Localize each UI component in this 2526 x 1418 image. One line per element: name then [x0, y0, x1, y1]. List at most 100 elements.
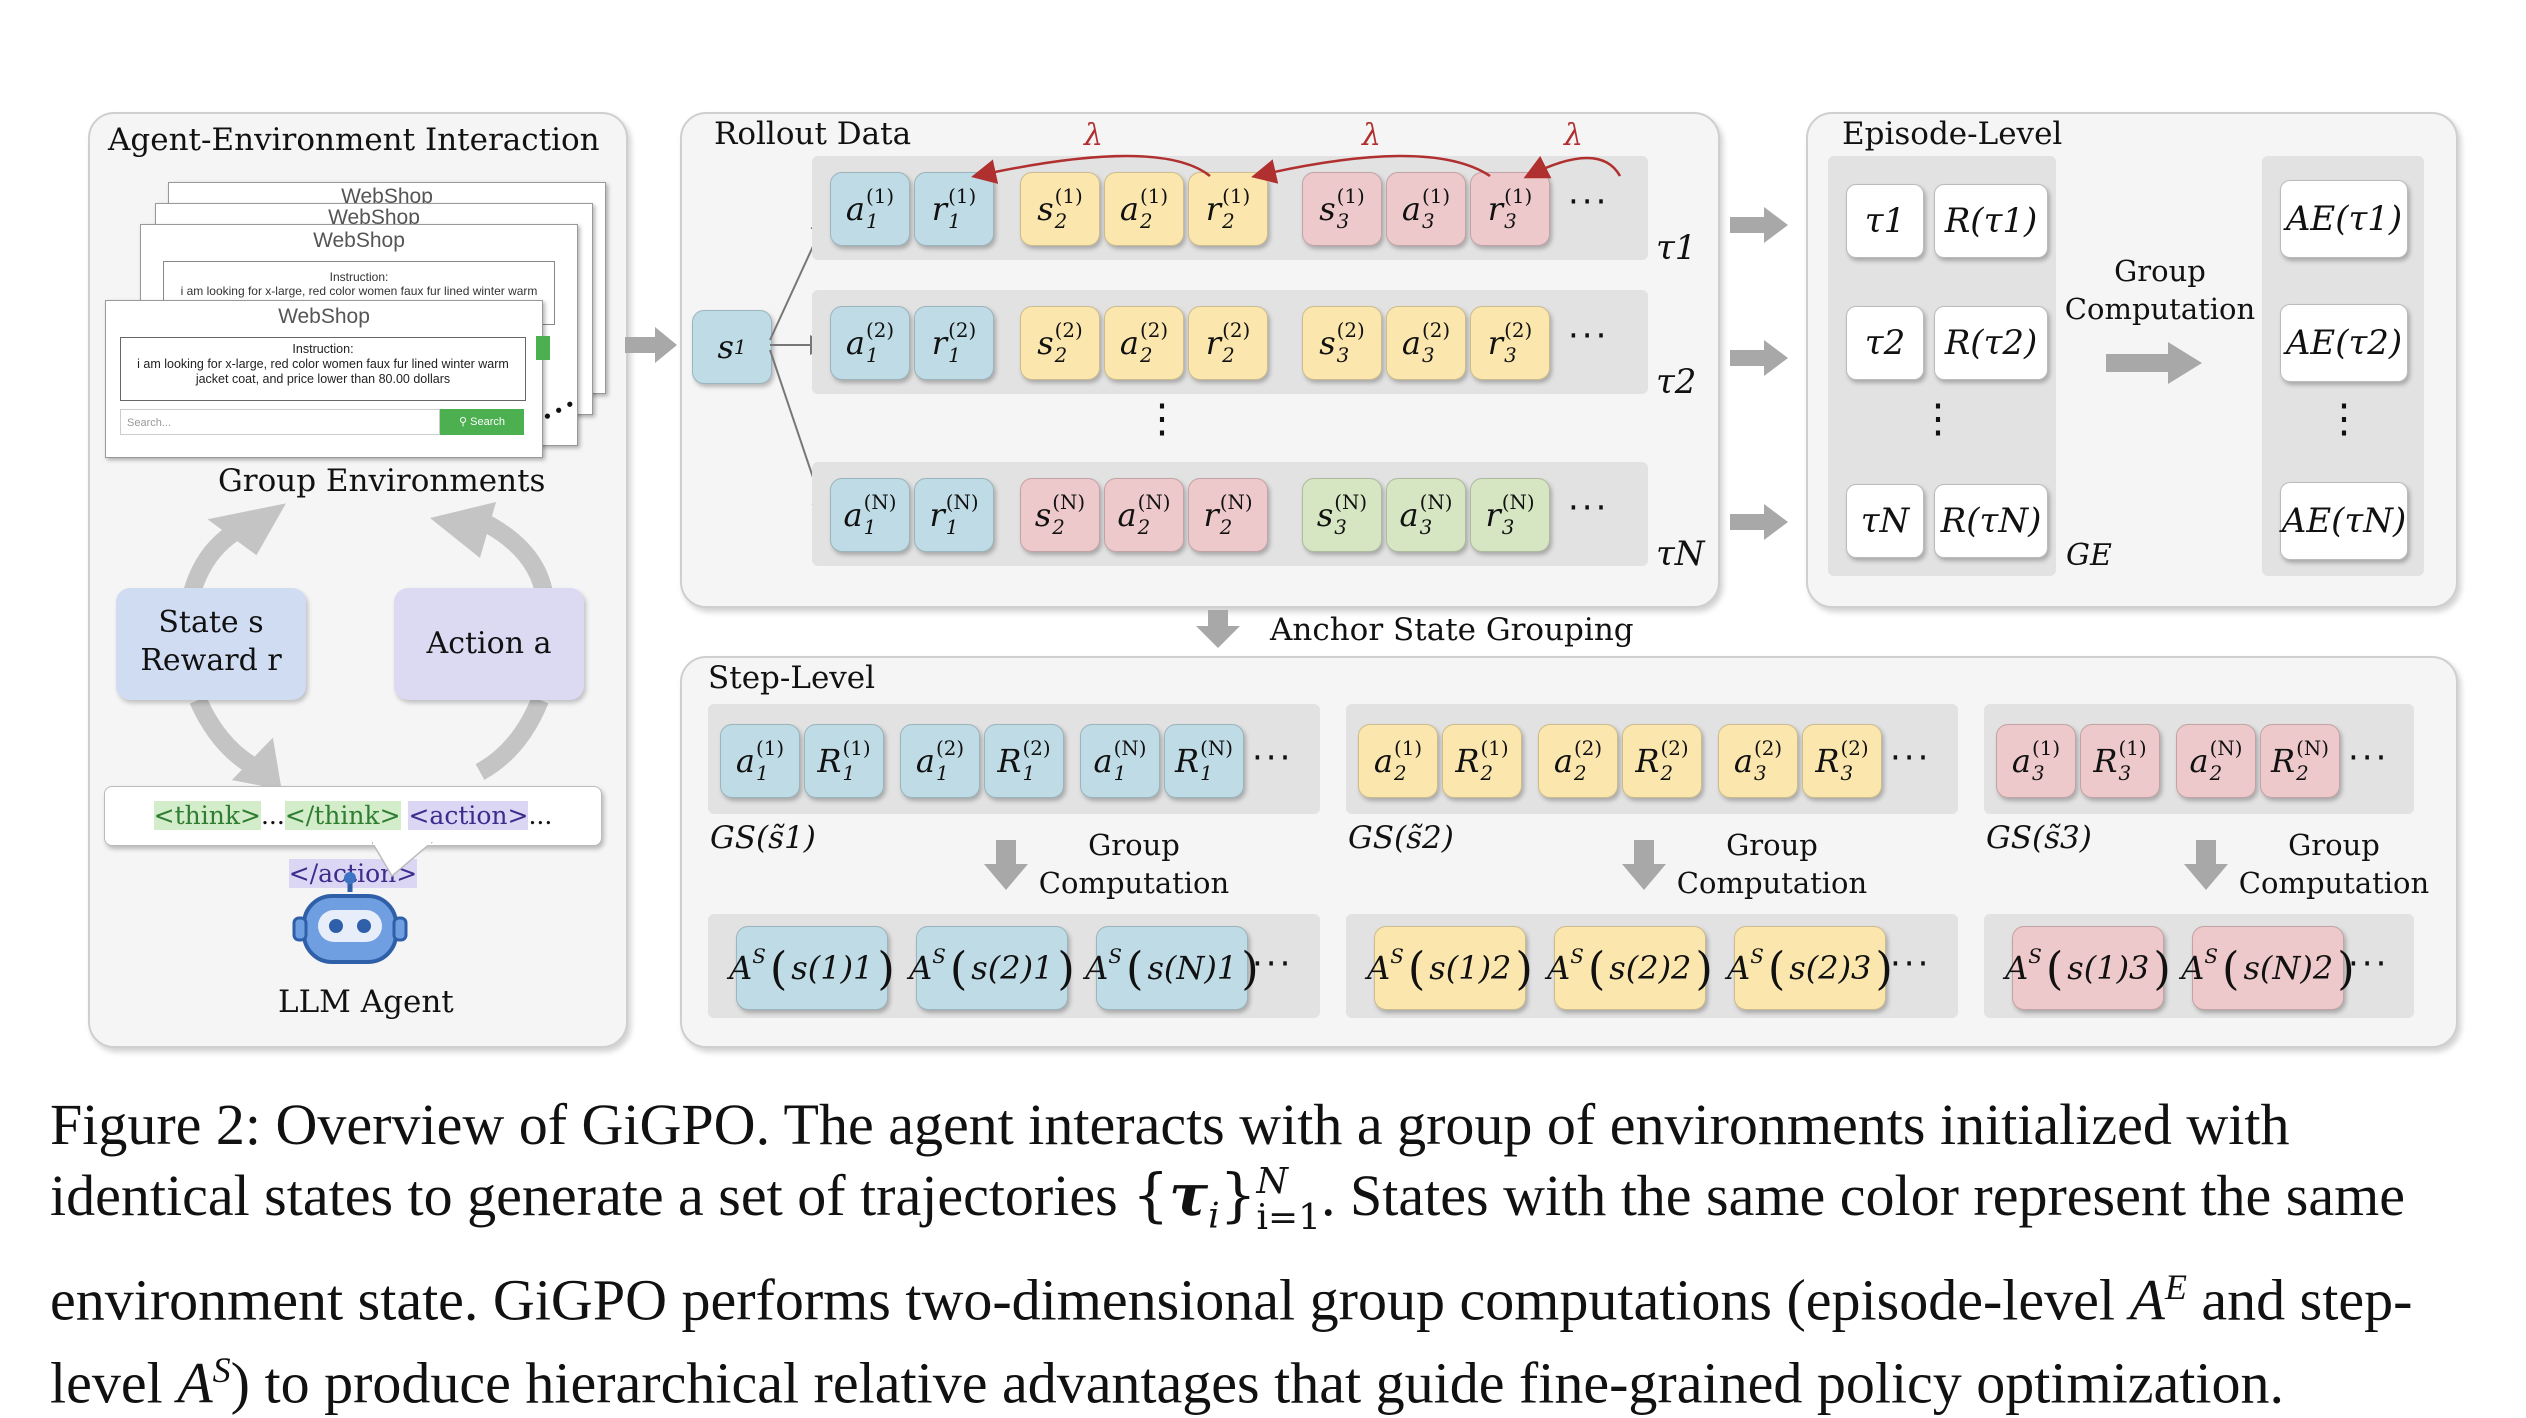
rollout-vdots: ⋮ — [1142, 396, 1182, 442]
lambda-label-2: λ — [1362, 118, 1382, 153]
think-open-tag: <think> — [153, 801, 261, 830]
interaction-cycle-arrows — [179, 502, 554, 790]
step-group-2-pair-1-a: a(1)2 — [1358, 724, 1438, 798]
episode-reward-1: R(τ1) — [1934, 184, 2048, 258]
rollout-cell-1-5: r(1)2 — [1188, 172, 1268, 246]
lambda-arrows — [971, 154, 1622, 184]
arrow-episode-group — [2106, 342, 2202, 384]
arrow-rollout-episode-1 — [1730, 207, 1788, 243]
webshop-search-input[interactable]: Search... — [120, 409, 440, 435]
rollout-tau-3: τN — [1656, 534, 1705, 574]
agent-environment-title: Agent-Environment Interaction — [108, 122, 600, 158]
lambda-label-3: λ — [1564, 118, 1584, 153]
episode-tau-2: τ2 — [1846, 306, 1924, 380]
episode-vdots-left: ⋮ — [1918, 396, 1958, 442]
step-group-3-down-arrow — [2184, 840, 2228, 890]
step-group-2-label: GS(s̃2) — [1348, 820, 1454, 856]
step-group-1-pairs-dots: ··· — [1252, 738, 1294, 778]
rollout-cell-3-1: a(N)1 — [830, 478, 910, 552]
step-group-2-pair-3-R: R(2)3 — [1802, 724, 1882, 798]
agent-output-bubble: <think>...</think> <action>...</action> — [104, 786, 602, 888]
action-box: Action a — [394, 588, 584, 700]
step-group-1-pair-3-R: R(N)1 — [1164, 724, 1244, 798]
step-group-2-pair-2-R: R(2)2 — [1622, 724, 1702, 798]
rollout-cell-3-6: s(N)3 — [1302, 478, 1382, 552]
state-reward-box: State s Reward r — [116, 588, 306, 700]
rollout-row-dots-2: ··· — [1568, 316, 1610, 356]
step-level-title: Step-Level — [708, 660, 876, 696]
rollout-tau-1: τ1 — [1656, 228, 1697, 268]
episode-reward-2: R(τ2) — [1934, 306, 2048, 380]
caption-part-2: . States with the same color represent t… — [50, 1163, 2405, 1332]
episode-reward-n: R(τN) — [1934, 484, 2048, 558]
webshop-green-tab — [536, 336, 550, 360]
caption-part-1: Figure 2: Overview of GiGPO. The agent i… — [50, 1092, 2290, 1228]
arrow-env-to-rollout — [625, 327, 677, 363]
rollout-cell-1-6: s(1)3 — [1302, 172, 1382, 246]
step-group-3-pair-2-R: R(N)2 — [2260, 724, 2340, 798]
step-group-2-down-arrow — [1622, 840, 1666, 890]
rollout-cell-3-3: s(N)2 — [1020, 478, 1100, 552]
rollout-cell-3-2: r(N)1 — [914, 478, 994, 552]
anchor-state-grouping-label: Anchor State Grouping — [1270, 612, 1634, 648]
step-group-1-down-arrow — [984, 840, 1028, 890]
step-group-2-pair-3-a: a(2)3 — [1718, 724, 1798, 798]
step-group-3-pair-1-a: a(1)3 — [1996, 724, 2076, 798]
step-group-3-label: GS(s̃3) — [1986, 820, 2092, 856]
rollout-cell-3-5: r(N)2 — [1188, 478, 1268, 552]
bubble-tail — [372, 842, 434, 878]
webshop-search-button[interactable]: ⚲ Search — [440, 409, 524, 435]
rollout-row-dots-3: ··· — [1568, 488, 1610, 528]
caption-part-4: ) to produce hierarchical relative advan… — [230, 1350, 2284, 1416]
step-group-3-adv-dots: ··· — [2348, 944, 2390, 984]
arrow-rollout-episode-2 — [1730, 340, 1788, 376]
step-group-3-pairs-dots: ··· — [2348, 738, 2390, 778]
think-close-tag: </think> — [284, 801, 401, 830]
rollout-cell-2-2: r(2)1 — [914, 306, 994, 380]
rollout-cell-1-2: r(1)1 — [914, 172, 994, 246]
anchor-arrow-icon — [1196, 610, 1240, 648]
robot-icon — [292, 872, 408, 964]
llm-agent-label: LLM Agent — [278, 984, 454, 1020]
episode-vdots-right: ⋮ — [2324, 396, 2364, 442]
rollout-cell-1-8: r(1)3 — [1470, 172, 1550, 246]
step-group-2-adv-dots: ··· — [1890, 944, 1932, 984]
rollout-title: Rollout Data — [714, 116, 912, 152]
rollout-cell-1-7: a(1)3 — [1386, 172, 1466, 246]
episode-adv-n: AE(τN) — [2280, 482, 2408, 560]
rollout-cell-2-6: s(2)3 — [1302, 306, 1382, 380]
lambda-label-1: λ — [1084, 118, 1104, 153]
step-group-3-pair-1-R: R(1)3 — [2080, 724, 2160, 798]
rollout-row-dots-1: ··· — [1568, 182, 1610, 222]
episode-level-title: Episode-Level — [1842, 116, 2063, 152]
rollout-cell-1-4: a(1)2 — [1104, 172, 1184, 246]
rollout-cell-2-7: a(2)3 — [1386, 306, 1466, 380]
rollout-cell-2-4: a(2)2 — [1104, 306, 1184, 380]
rollout-cell-3-8: r(N)3 — [1470, 478, 1550, 552]
step-group-2-pair-2-a: a(2)2 — [1538, 724, 1618, 798]
episode-adv-2: AE(τ2) — [2280, 304, 2408, 382]
episode-adv-1: AE(τ1) — [2280, 180, 2408, 258]
step-group-1-pair-3-a: a(N)1 — [1080, 724, 1160, 798]
step-group-3-pair-2-a: a(N)2 — [2176, 724, 2256, 798]
step-group-1-label: GS(s̃1) — [710, 820, 816, 856]
rollout-cell-3-7: a(N)3 — [1386, 478, 1466, 552]
step-group-1-pair-1-a: a(1)1 — [720, 724, 800, 798]
webshop-card-front: WebShop Instruction: i am looking for x-… — [105, 300, 543, 458]
webshop-instruction: Instruction: i am looking for x-large, r… — [120, 337, 526, 401]
step-group-1-pair-2-R: R(2)1 — [984, 724, 1064, 798]
rollout-cell-2-8: r(2)3 — [1470, 306, 1550, 380]
episode-tau-1: τ1 — [1846, 184, 1924, 258]
rollout-cell-1-3: s(1)2 — [1020, 172, 1100, 246]
step-group-1-pair-2-a: a(2)1 — [900, 724, 980, 798]
